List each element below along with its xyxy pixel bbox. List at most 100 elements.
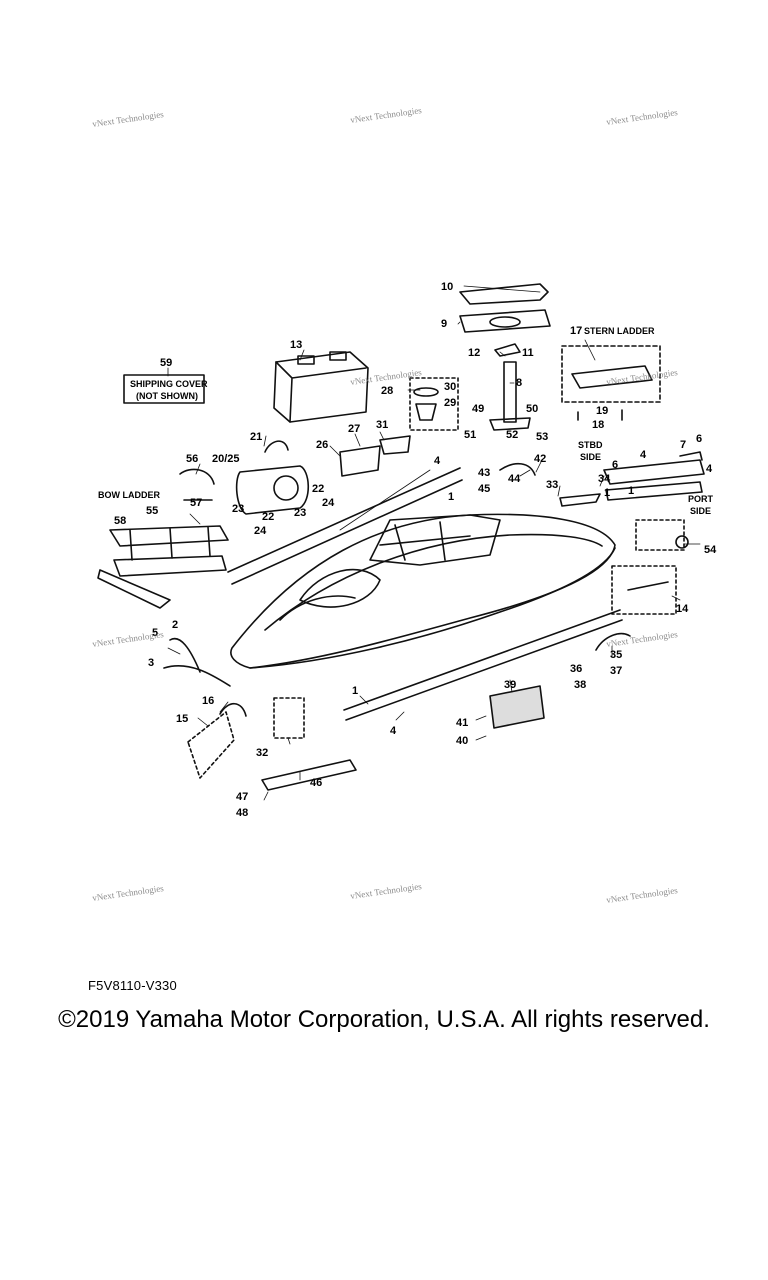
callout-6: 6 bbox=[696, 433, 702, 445]
callout-55: 55 bbox=[146, 505, 158, 517]
stbd-label-2: SIDE bbox=[580, 452, 601, 462]
callout-5: 5 bbox=[152, 627, 158, 639]
trim-strip-upper bbox=[227, 467, 463, 585]
callout-29: 29 bbox=[444, 397, 456, 409]
callout-34: 34 bbox=[598, 473, 611, 485]
callout-57: 57 bbox=[190, 497, 202, 509]
callout-9: 9 bbox=[441, 318, 447, 330]
part-46 bbox=[261, 759, 357, 791]
part-39 bbox=[489, 685, 545, 729]
callout-43: 43 bbox=[478, 467, 490, 479]
bow-ladder bbox=[97, 525, 229, 609]
callout-28: 28 bbox=[381, 385, 393, 397]
callout-24b: 24 bbox=[322, 497, 335, 509]
callout-13: 13 bbox=[290, 339, 302, 351]
stern-ladder-label: STERN LADDER bbox=[584, 326, 655, 336]
part-20-25 bbox=[235, 465, 310, 515]
callout-32: 32 bbox=[256, 747, 268, 759]
callout-46: 46 bbox=[310, 777, 322, 789]
part-9 bbox=[459, 309, 551, 333]
callout-22b: 22 bbox=[262, 511, 274, 523]
callout-49: 49 bbox=[472, 403, 484, 415]
stern-ladder-box bbox=[561, 345, 661, 403]
callout-44: 44 bbox=[508, 473, 521, 485]
callout-19: 19 bbox=[596, 405, 608, 417]
part-13 bbox=[273, 351, 369, 423]
callout-39: 39 bbox=[504, 679, 516, 691]
callout-35: 35 bbox=[610, 649, 622, 661]
callout-4: 4 bbox=[434, 455, 441, 467]
part-33 bbox=[559, 493, 601, 507]
stbd-label-1: STBD bbox=[578, 440, 603, 450]
cupholder-box bbox=[409, 377, 459, 431]
callout-12: 12 bbox=[468, 347, 480, 359]
callout-1d: 1 bbox=[352, 685, 358, 697]
trim-strip-lower bbox=[343, 609, 623, 721]
callout-37: 37 bbox=[610, 665, 622, 677]
callout-4b: 4 bbox=[640, 449, 647, 461]
callout-30: 30 bbox=[444, 381, 456, 393]
callout-7: 7 bbox=[680, 439, 686, 451]
part-54 bbox=[635, 519, 685, 551]
part-49-50 bbox=[489, 417, 531, 431]
part-10 bbox=[459, 283, 549, 305]
callout-50: 50 bbox=[526, 403, 538, 415]
part-15 bbox=[187, 711, 235, 779]
callout-23: 23 bbox=[232, 503, 244, 515]
port-label-2: SIDE bbox=[690, 506, 711, 516]
part-32 bbox=[273, 697, 305, 739]
callout-17: 17 bbox=[570, 325, 582, 337]
part-14 bbox=[611, 565, 677, 615]
copyright-text: ©2019 Yamaha Motor Corporation, U.S.A. A… bbox=[58, 1006, 710, 1033]
callout-42: 42 bbox=[534, 453, 546, 465]
callout-24: 24 bbox=[254, 525, 267, 537]
callout-40: 40 bbox=[456, 735, 468, 747]
windshield bbox=[369, 514, 501, 566]
callout-21: 21 bbox=[250, 431, 262, 443]
callout-18: 18 bbox=[592, 419, 604, 431]
part-11-12 bbox=[494, 343, 521, 357]
callout-38: 38 bbox=[574, 679, 586, 691]
cockpit-seat bbox=[299, 568, 381, 608]
callout-45: 45 bbox=[478, 483, 490, 495]
callout-26: 26 bbox=[316, 439, 328, 451]
callout-6b: 6 bbox=[612, 459, 618, 471]
part-16 bbox=[219, 702, 247, 717]
callout-4d: 4 bbox=[390, 725, 397, 737]
callout-11: 11 bbox=[522, 347, 534, 359]
callout-14: 14 bbox=[676, 603, 689, 615]
callout-27: 27 bbox=[348, 423, 360, 435]
part-35 bbox=[595, 632, 631, 651]
callout-3: 3 bbox=[148, 657, 154, 669]
boat-hull bbox=[230, 513, 616, 669]
part-31 bbox=[379, 435, 411, 455]
callout-54: 54 bbox=[704, 544, 717, 556]
callout-41: 41 bbox=[456, 717, 468, 729]
part-56 bbox=[179, 468, 215, 501]
callout-4c: 4 bbox=[706, 463, 713, 475]
part-8 bbox=[503, 361, 517, 423]
callout-20-25: 20/25 bbox=[212, 453, 240, 465]
callout-36: 36 bbox=[570, 663, 582, 675]
callout-numbers: 10 9 12 11 8 49 50 51 52 53 13 17 19 18 … bbox=[114, 281, 717, 819]
shipping-cover-box bbox=[123, 374, 205, 404]
callout-52: 52 bbox=[506, 429, 518, 441]
callout-33: 33 bbox=[546, 479, 558, 491]
callout-16: 16 bbox=[202, 695, 214, 707]
callout-31: 31 bbox=[376, 419, 388, 431]
cover-label-1: SHIPPING COVER bbox=[130, 379, 208, 389]
callout-15: 15 bbox=[176, 713, 188, 725]
callout-22: 22 bbox=[312, 483, 324, 495]
hull-side bbox=[249, 547, 616, 669]
callout-2: 2 bbox=[172, 619, 178, 631]
callout-51: 51 bbox=[464, 429, 476, 441]
callout-56: 56 bbox=[186, 453, 198, 465]
bow-ladder-label: BOW LADDER bbox=[98, 490, 160, 500]
callout-58: 58 bbox=[114, 515, 126, 527]
callout-59: 59 bbox=[160, 357, 172, 369]
trim-strip-bow bbox=[163, 637, 231, 687]
cover-label-2: (NOT SHOWN) bbox=[136, 391, 198, 401]
callout-8: 8 bbox=[516, 377, 522, 389]
callout-1b: 1 bbox=[604, 487, 610, 499]
